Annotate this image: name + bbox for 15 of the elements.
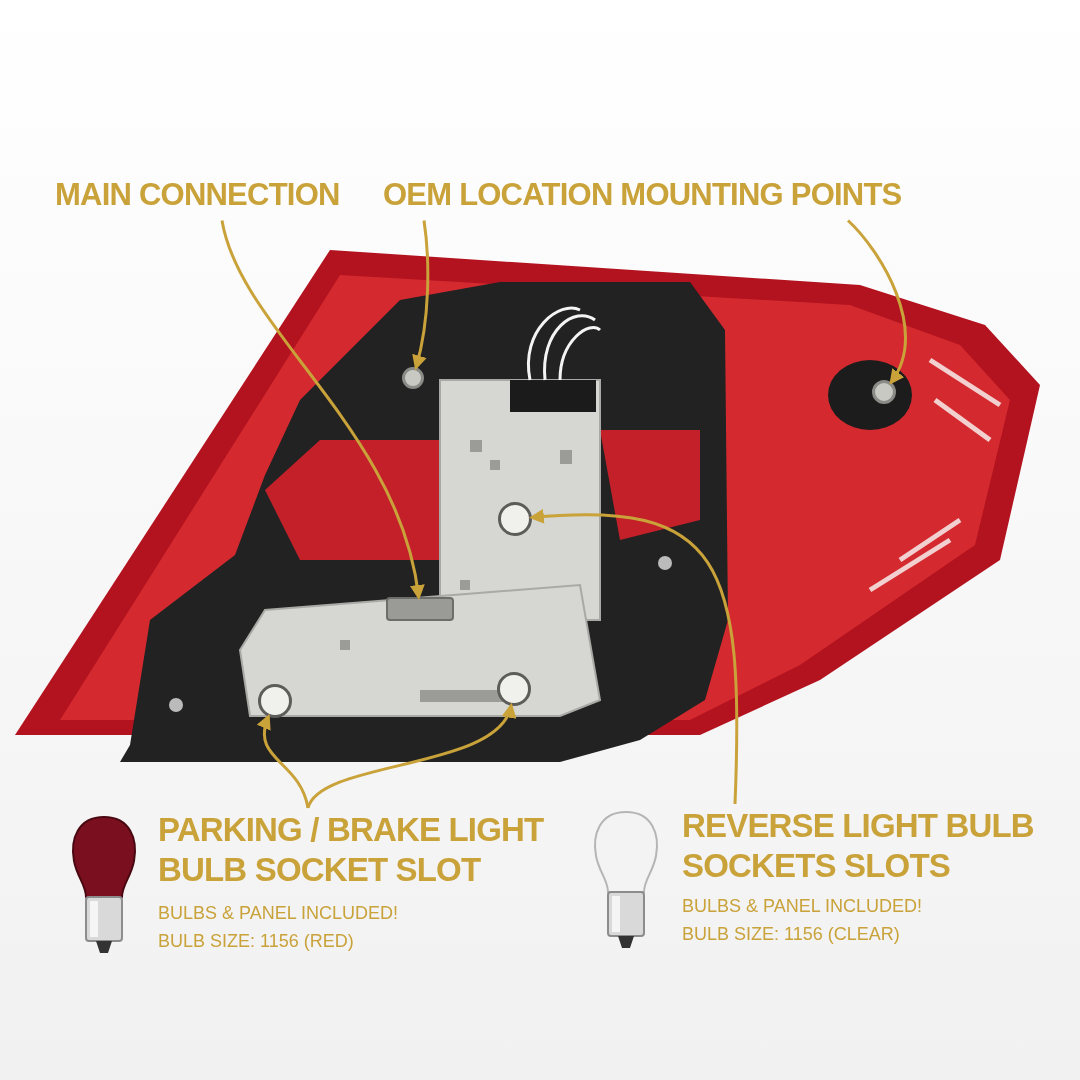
leader-line	[306, 703, 514, 809]
leader-line	[257, 713, 310, 809]
leader-line	[411, 220, 430, 371]
leader-line	[846, 219, 907, 385]
callout-heading: PARKING / BRAKE LIGHT BULB SOCKET SLOT	[158, 810, 545, 890]
leader-line	[220, 220, 424, 600]
leader-line	[528, 509, 739, 805]
spec-note: BULB SIZE: 1156 (RED)	[158, 930, 354, 953]
spec-note: BULBS & PANEL INCLUDED!	[158, 902, 399, 925]
callout-heading: REVERSE LIGHT BULB SOCKETS SLOTS	[682, 806, 1035, 886]
callout-heading: MAIN CONNECTION	[55, 176, 340, 214]
spec-note: BULB SIZE: 1156 (CLEAR)	[682, 923, 900, 946]
connector-plug	[386, 597, 454, 621]
callout-heading: OEM LOCATION MOUNTING POINTS	[383, 176, 902, 214]
spec-note: BULBS & PANEL INCLUDED!	[682, 895, 923, 918]
